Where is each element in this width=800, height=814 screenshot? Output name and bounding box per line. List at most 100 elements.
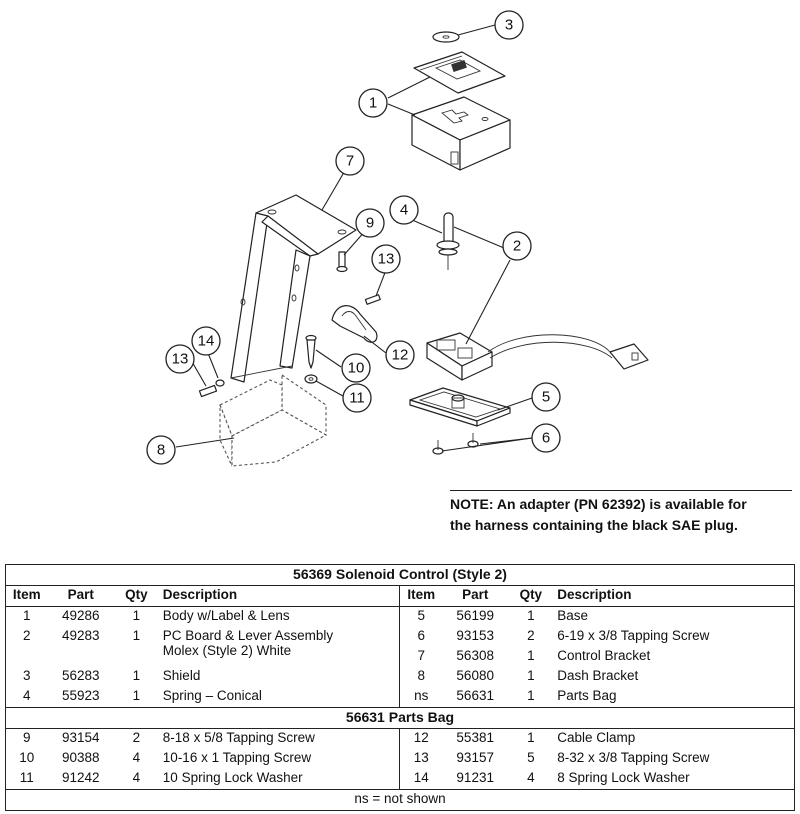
description-cell: PC Board & Lever Assembly Molex (Style 2… — [158, 627, 401, 667]
item-cell: 9 — [23, 730, 31, 745]
item-cell: 12 — [413, 730, 429, 745]
part-cell: 49286 — [61, 608, 100, 623]
svg-text:1: 1 — [369, 95, 377, 112]
part-cell: 56631 — [456, 688, 494, 703]
callout-11: 11 — [342, 383, 372, 413]
table-row: 7 56308 1 Control Bracket — [6, 647, 795, 667]
callout-4: 4 — [389, 195, 419, 225]
svg-text:11: 11 — [349, 390, 365, 407]
part-cell: 56199 — [456, 608, 494, 623]
description-cell: Control Bracket — [557, 648, 651, 663]
callout-3: 3 — [494, 10, 524, 40]
part-cell: 93154 — [61, 730, 100, 745]
callout-5: 5 — [531, 382, 561, 412]
table-row: 1 49286 1 Body w/Label & Lens 5 56199 1 … — [6, 606, 795, 627]
table-title: 56369 Solenoid Control (Style 2) — [5, 564, 795, 586]
lock-washer-11 — [304, 374, 318, 384]
qty-cell: 4 — [132, 750, 141, 765]
table-row: 4 55923 1 Spring – Conical ns 56631 1 Pa… — [6, 687, 795, 708]
tapping-screws-6 — [432, 433, 479, 455]
cable-clamp-part — [331, 305, 378, 343]
svg-text:13: 13 — [172, 351, 189, 368]
description-cell: Spring – Conical — [158, 687, 401, 708]
item-cell: 5 — [417, 608, 425, 623]
svg-text:4: 4 — [400, 202, 408, 219]
adapter-note: NOTE: An adapter (PN 62392) is available… — [450, 490, 792, 536]
table-row: 10 90388 4 10-16 x 1 Tapping Screw 13 93… — [6, 749, 795, 769]
description-cell: Shield — [158, 667, 401, 687]
svg-text:10: 10 — [348, 360, 365, 377]
description-cell: Body w/Label & Lens — [158, 606, 401, 627]
description-cell: Parts Bag — [557, 688, 617, 703]
svg-text:14: 14 — [198, 333, 215, 350]
table-footer: ns = not shown — [5, 789, 795, 811]
tapping-screw-10 — [305, 334, 317, 369]
qty-cell: 1 — [527, 730, 535, 745]
header-item: Item — [5, 585, 48, 607]
qty-cell: 4 — [527, 770, 535, 785]
item-cell: 4 — [23, 688, 31, 703]
qty-cell: 5 — [527, 750, 535, 765]
callout-14: 14 — [191, 326, 221, 356]
pc-board-assembly-part — [426, 332, 649, 381]
description-cell: 10 Spring Lock Washer — [158, 769, 401, 790]
qty-cell: 4 — [132, 770, 141, 785]
part-cell: 49283 — [61, 628, 100, 643]
header-part: Part — [442, 585, 509, 607]
qty-cell: 2 — [132, 730, 141, 745]
part-cell: 56283 — [61, 668, 100, 683]
qty-cell: 1 — [132, 628, 141, 643]
dash-bracket-part — [219, 373, 328, 467]
table-row: 2 49283 1 PC Board & Lever Assembly Mole… — [6, 627, 795, 667]
item-cell: 13 — [413, 750, 429, 765]
part-cell: 56080 — [456, 668, 494, 683]
item-cell: 3 — [23, 668, 31, 683]
callout-13-upper: 13 — [371, 244, 401, 274]
part-cell: 91242 — [61, 770, 100, 785]
svg-text:12: 12 — [392, 347, 409, 364]
header-item: Item — [399, 585, 443, 607]
item-cell: 1 — [23, 608, 31, 623]
item-cell: 2 — [23, 628, 31, 643]
parts-table: 56369 Solenoid Control (Style 2) Item Pa… — [5, 564, 795, 811]
item-cell: 10 — [19, 750, 35, 765]
section-title: 56631 Parts Bag — [5, 707, 795, 729]
callout-13-lower: 13 — [165, 344, 195, 374]
part-cell: 56308 — [456, 648, 494, 663]
header-qty: Qty — [508, 585, 554, 607]
part-cell: 91231 — [456, 770, 494, 785]
part-cell: 93157 — [456, 750, 494, 765]
qty-cell: 2 — [527, 628, 535, 643]
svg-text:8: 8 — [157, 442, 165, 459]
leader-lines — [175, 24, 533, 452]
note-line-1: NOTE: An adapter (PN 62392) is available… — [450, 496, 747, 512]
shield-part — [432, 31, 460, 43]
part-cell: 55923 — [61, 688, 100, 703]
svg-text:2: 2 — [513, 238, 521, 255]
lock-washer-14 — [215, 379, 225, 387]
base-part — [409, 387, 511, 427]
callout-2: 2 — [502, 231, 532, 261]
description-line-2: Molex (Style 2) White — [162, 643, 292, 658]
exploded-parts-diagram: 1 2 3 4 5 6 7 8 9 10 11 12 13 13 14 — [146, 10, 649, 467]
callout-8: 8 — [146, 435, 176, 465]
description-cell: Cable Clamp — [557, 730, 636, 745]
description-cell: 6-19 x 3/8 Tapping Screw — [557, 628, 710, 643]
svg-text:3: 3 — [505, 17, 513, 34]
svg-text:6: 6 — [542, 430, 550, 447]
item-cell: 6 — [417, 628, 425, 643]
header-part: Part — [47, 585, 114, 607]
spring-part — [436, 212, 460, 270]
table-row: 3 56283 1 Shield 8 56080 1 Dash Bracket — [6, 667, 795, 687]
qty-cell: 1 — [527, 668, 535, 683]
item-cell: ns — [414, 688, 429, 703]
section-title-row: 56631 Parts Bag — [5, 707, 795, 729]
svg-text:7: 7 — [346, 153, 354, 170]
control-bracket-part — [230, 194, 357, 383]
table-footer-row: ns = not shown — [5, 789, 795, 811]
table-title-row: 56369 Solenoid Control (Style 2) — [5, 564, 795, 586]
note-line-2: the harness containing the black SAE plu… — [450, 517, 738, 533]
svg-text:5: 5 — [542, 389, 550, 406]
svg-text:9: 9 — [366, 215, 374, 232]
svg-text:13: 13 — [378, 251, 395, 268]
